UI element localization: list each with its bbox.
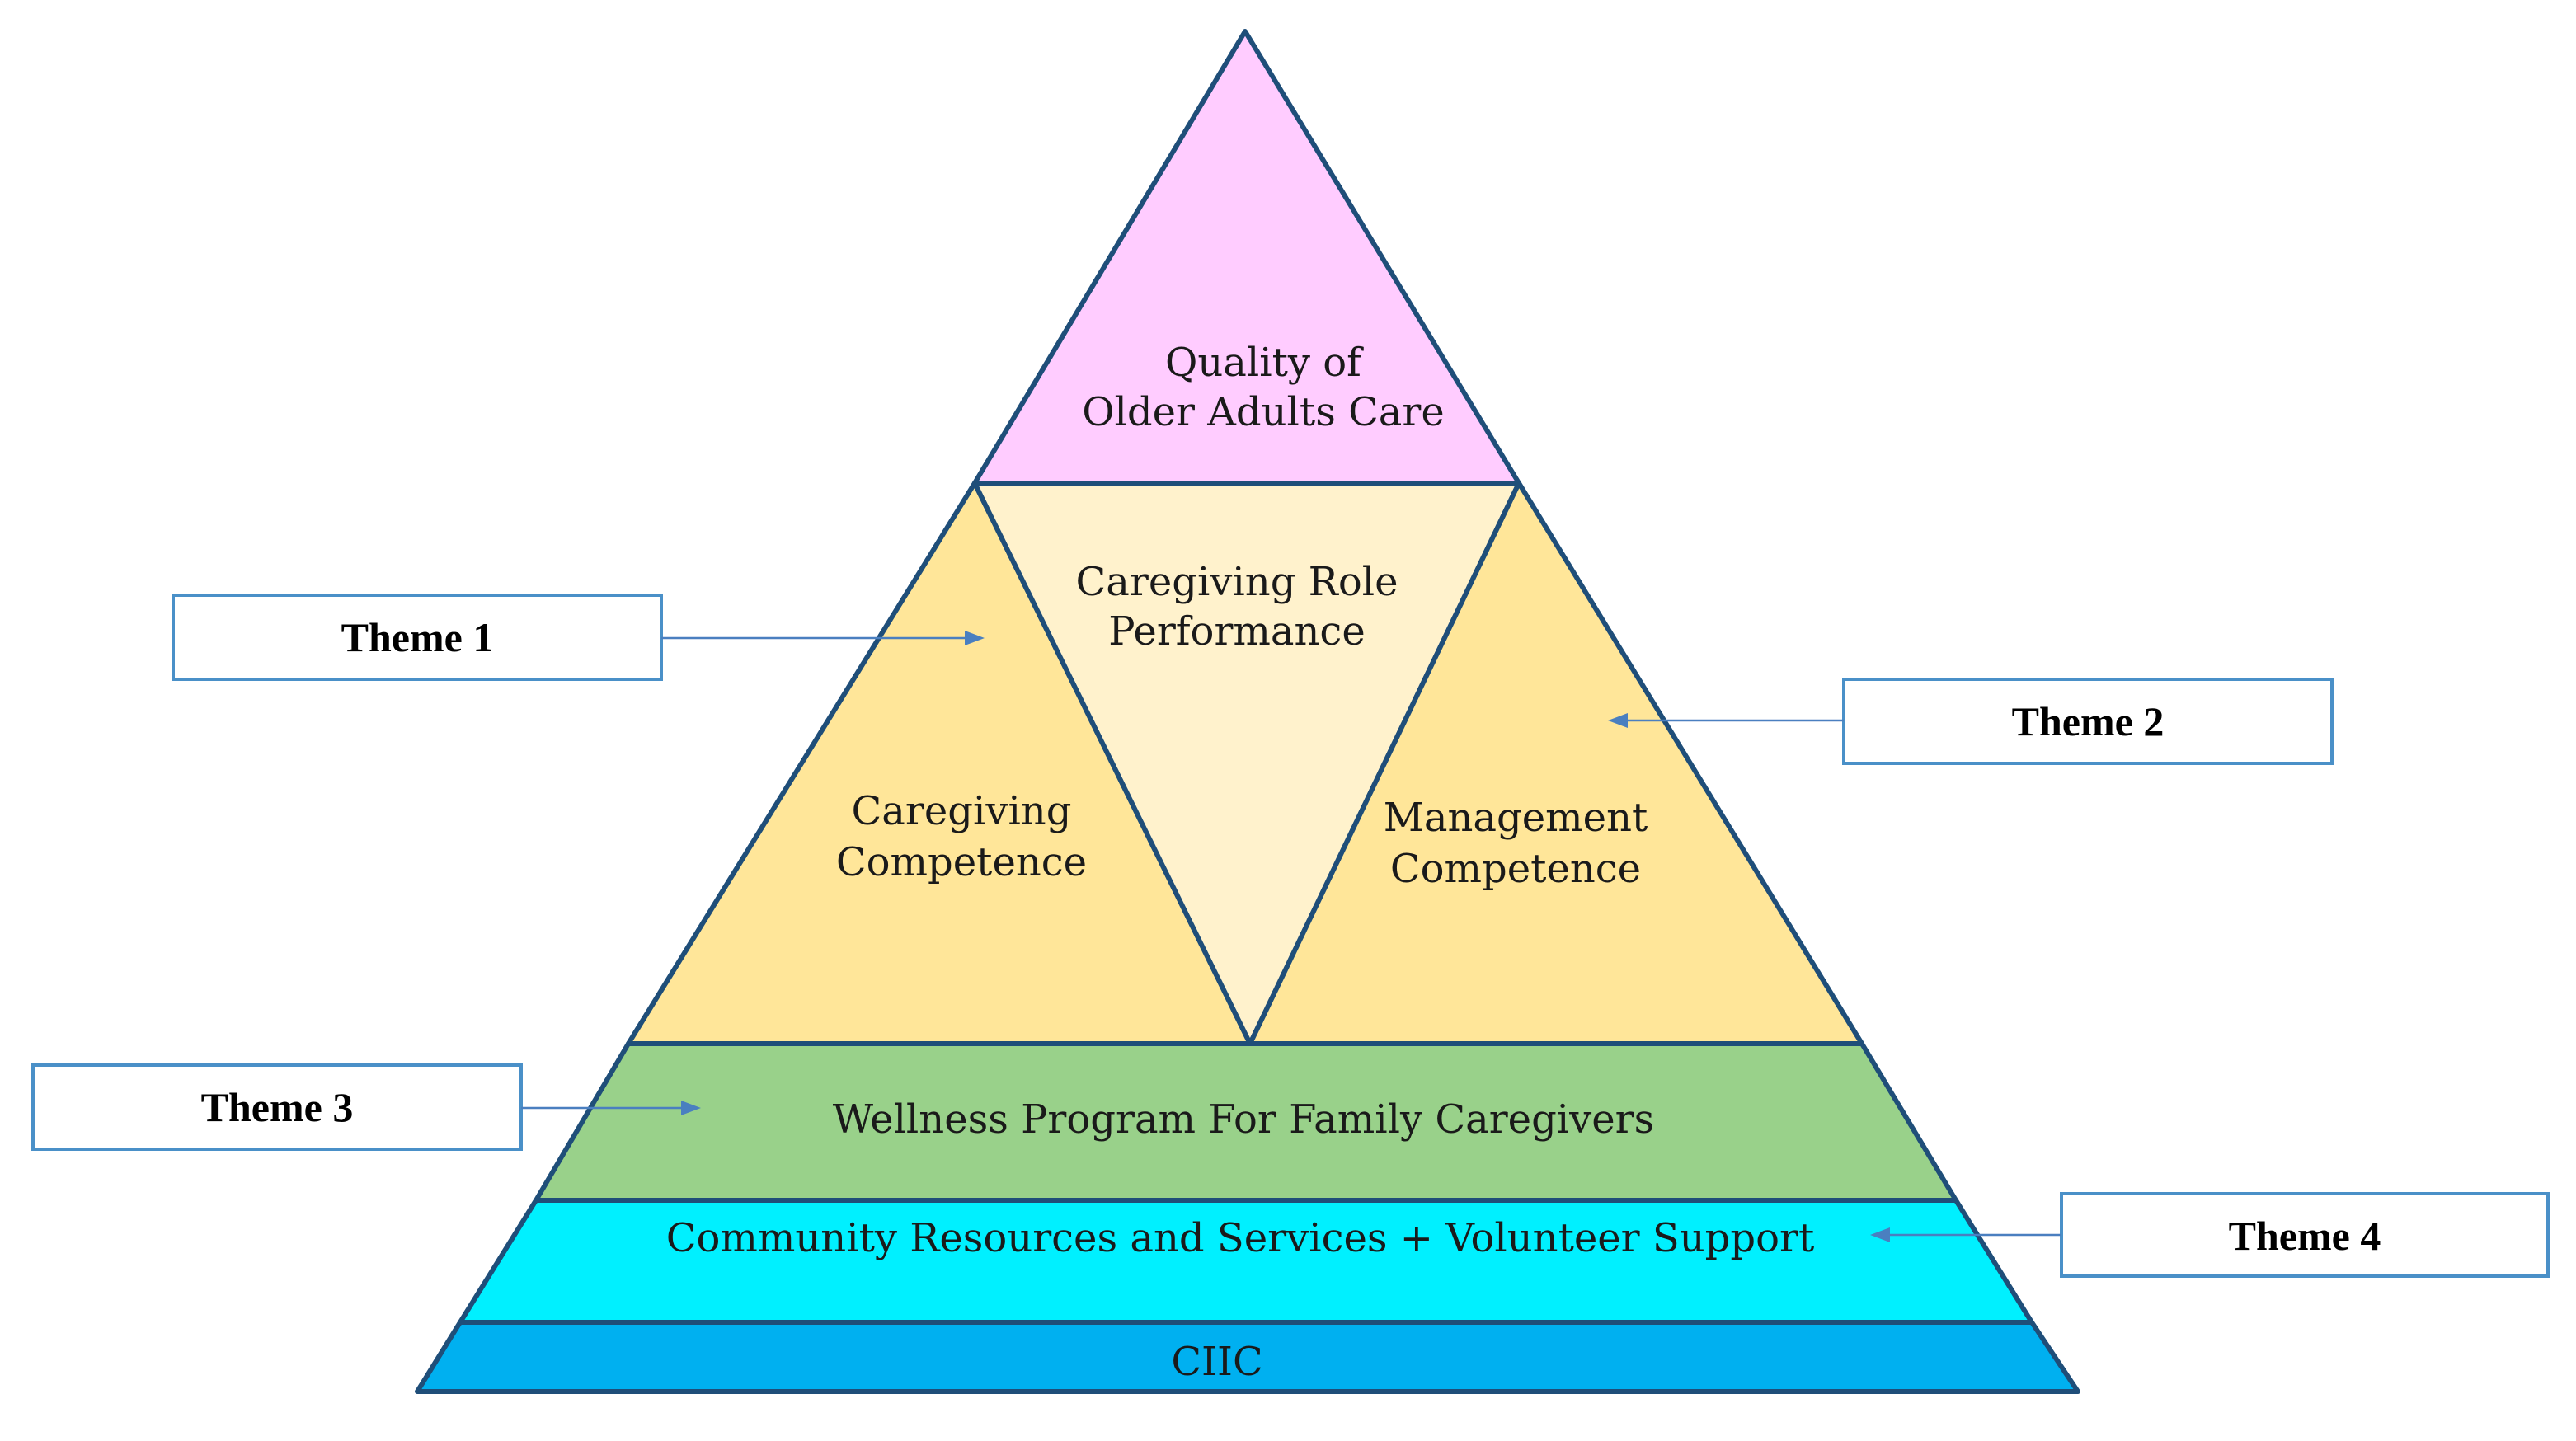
theme-3: Theme 3 xyxy=(31,1063,701,1151)
middle-left-label-line2: Competence xyxy=(836,839,1087,885)
theme-3-label: Theme 3 xyxy=(201,1084,354,1130)
theme-2: Theme 2 xyxy=(1608,678,2334,765)
top-tier-label-line2: Older Adults Care xyxy=(1082,389,1445,435)
middle-center-label-line1: Caregiving Role xyxy=(1076,559,1398,605)
top-tier-label-line1: Quality of xyxy=(1165,340,1364,386)
middle-right-label-line2: Competence xyxy=(1390,846,1641,892)
theme-2-box xyxy=(1842,678,2334,765)
base-tier xyxy=(415,1320,2080,1394)
base-label: CIIC xyxy=(1171,1339,1262,1385)
theme-4-box xyxy=(2060,1192,2550,1278)
theme-4-label: Theme 4 xyxy=(2229,1213,2381,1259)
theme-1-arrow-head xyxy=(965,631,985,645)
theme-1-box xyxy=(172,594,663,681)
theme-3-box xyxy=(31,1063,523,1151)
middle-right-label-line1: Management xyxy=(1384,795,1648,841)
community-label: Community Resources and Services + Volun… xyxy=(666,1215,1815,1261)
theme-1: Theme 1 xyxy=(172,594,985,681)
theme-2-label: Theme 2 xyxy=(2012,698,2165,744)
theme-3-arrow-head xyxy=(681,1101,701,1115)
wellness-label: Wellness Program For Family Caregivers xyxy=(833,1096,1655,1143)
theme-4: Theme 4 xyxy=(1870,1192,2550,1278)
theme-4-arrow-head xyxy=(1870,1227,1890,1242)
theme-1-label: Theme 1 xyxy=(341,614,494,660)
middle-left-label-line1: Caregiving xyxy=(852,788,1072,834)
middle-center-label-line2: Performance xyxy=(1108,608,1365,655)
theme-2-arrow-head xyxy=(1608,713,1628,728)
